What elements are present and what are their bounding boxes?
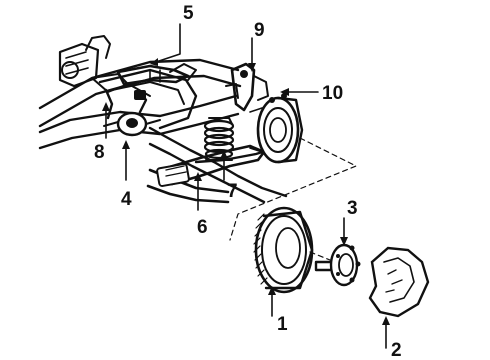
callout-8: 8 xyxy=(94,142,105,163)
callout-6: 6 xyxy=(197,217,208,238)
upper-control-arm xyxy=(91,63,197,93)
coil-spring xyxy=(203,117,235,161)
callout-2: 2 xyxy=(391,340,402,360)
callout-5: 5 xyxy=(183,3,194,24)
leader-lines xyxy=(102,23,390,349)
stabilizer-link xyxy=(103,85,161,137)
callout-1: 1 xyxy=(277,314,288,335)
brake-rotor xyxy=(253,206,314,294)
callout-7: 7 xyxy=(227,181,238,202)
callout-10: 10 xyxy=(322,83,343,104)
steering-knuckle xyxy=(225,62,269,112)
callout-9: 9 xyxy=(254,20,265,41)
bushing-mount xyxy=(103,111,161,137)
callout-3: 3 xyxy=(347,198,358,219)
callout-4: 4 xyxy=(121,189,132,210)
hub-assembly xyxy=(249,93,304,164)
callout-labels: 5 9 10 8 4 7 6 3 1 2 xyxy=(94,3,402,360)
hub-bearing xyxy=(314,243,361,287)
splash-shield xyxy=(368,246,430,318)
lower-control-arm xyxy=(156,144,266,187)
